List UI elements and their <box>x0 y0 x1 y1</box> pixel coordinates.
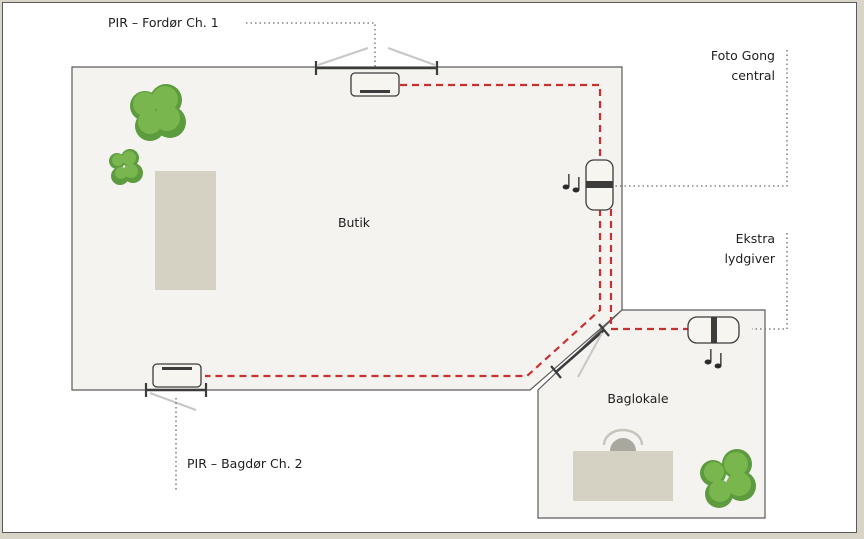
plant-icon <box>130 84 186 141</box>
chair-icon <box>610 438 636 451</box>
back-door <box>144 383 208 411</box>
room-label-shop: Butik <box>338 215 371 230</box>
leader-line <box>246 22 376 67</box>
back-room-table <box>573 451 673 501</box>
room-label-back: Baglokale <box>607 391 668 406</box>
shop-shelf <box>155 171 216 290</box>
extra-sounder-label: Ekstra <box>736 231 775 246</box>
plant-icon <box>109 149 143 185</box>
chair-back <box>602 428 644 446</box>
plant-icon <box>700 449 756 508</box>
pir-sensor-icon <box>152 363 202 388</box>
wiring-line <box>205 209 602 378</box>
foto-gong-label: central <box>731 68 775 83</box>
wiring-line <box>400 83 602 165</box>
pir-sensor-icon <box>350 72 400 97</box>
wiring-line <box>609 209 688 331</box>
extra-sounder-label: lydgiver <box>725 251 776 266</box>
extra-sounder-icon <box>687 316 740 344</box>
music-note-icon <box>704 349 722 369</box>
chime-central-icon <box>585 159 614 211</box>
shop-room <box>71 66 623 391</box>
pir-back-label: PIR – Bagdør Ch. 2 <box>187 456 303 471</box>
pir-front-label: PIR – Fordør Ch. 1 <box>108 15 219 30</box>
foto-gong-label: Foto Gong <box>711 48 775 63</box>
front-door <box>314 47 439 75</box>
leader-line <box>615 50 788 187</box>
interior-door <box>550 323 610 379</box>
leader-line <box>752 233 788 330</box>
music-note-icon <box>562 174 580 193</box>
